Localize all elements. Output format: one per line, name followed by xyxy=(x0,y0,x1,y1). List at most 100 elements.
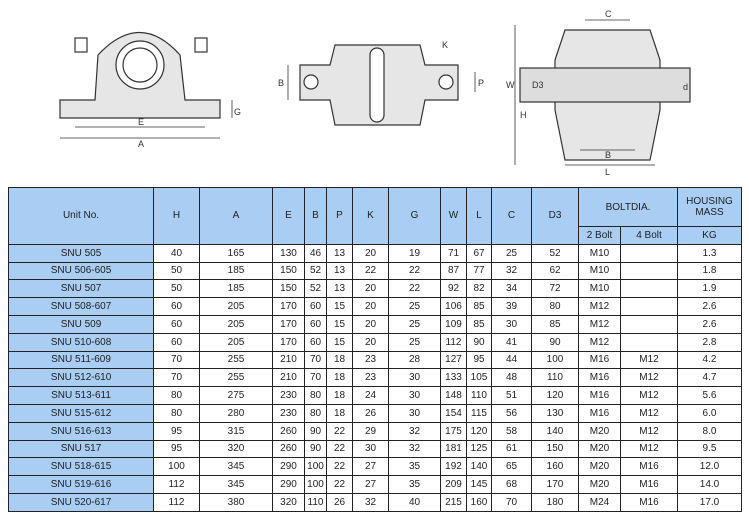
header-B: B xyxy=(304,187,327,245)
table-cell: 85 xyxy=(466,314,492,334)
table-cell: 20 xyxy=(352,243,389,263)
table-cell: 125 xyxy=(466,439,492,459)
table-cell: 77 xyxy=(466,261,492,281)
table-cell: 210 xyxy=(272,368,305,388)
header-K: K xyxy=(352,187,389,245)
table-cell: 20 xyxy=(352,314,389,334)
table-cell: 56 xyxy=(491,403,532,423)
table-cell: 62 xyxy=(531,261,579,281)
label-D3: D3 xyxy=(532,80,544,90)
unit-no-cell: SNU 508-607 xyxy=(8,297,154,316)
technical-drawings: E A G B P K C W D3 H B L d xyxy=(59,9,691,177)
table-cell: 34 xyxy=(491,279,532,299)
table-cell: 160 xyxy=(466,492,492,512)
table-cell: 70 xyxy=(304,350,327,370)
table-cell: M20 xyxy=(578,439,621,459)
table-cell: 52 xyxy=(531,243,579,263)
table-cell: 18 xyxy=(326,368,353,388)
table-cell: 71 xyxy=(440,243,467,263)
table-cell: 26 xyxy=(326,492,353,512)
label-H: H xyxy=(520,110,527,120)
table-cell: 85 xyxy=(531,314,579,334)
table-cell: 60 xyxy=(304,314,327,334)
table-cell: 87 xyxy=(440,261,467,281)
table-cell: 15 xyxy=(326,297,353,316)
section-view-drawing: C W D3 H B L d xyxy=(506,9,691,177)
table-cell: 32 xyxy=(352,492,389,512)
table-cell: 13 xyxy=(326,261,353,281)
table-cell: 80 xyxy=(153,403,200,423)
table-cell: 165 xyxy=(199,243,273,263)
unit-no-cell: SNU 519-616 xyxy=(8,475,154,494)
table-cell: 105 xyxy=(466,368,492,388)
table-cell: 51 xyxy=(491,386,532,405)
table-cell: M16 xyxy=(578,368,621,388)
table-cell: 39 xyxy=(491,297,532,316)
unit-no-cell: SNU 512-610 xyxy=(8,368,154,388)
table-cell: 80 xyxy=(304,386,327,405)
table-cell: 380 xyxy=(199,492,273,512)
header-2-bolt: 2 Bolt xyxy=(578,226,621,245)
table-cell: 320 xyxy=(199,439,273,459)
table-cell: M12 xyxy=(620,368,678,388)
table-cell: 8.0 xyxy=(677,421,742,441)
table-cell: 320 xyxy=(272,492,305,512)
label-E: E xyxy=(138,117,144,127)
table-cell: 9.5 xyxy=(677,439,742,459)
table-cell: 24 xyxy=(352,386,389,405)
table-cell: 290 xyxy=(272,457,305,477)
table-cell: 115 xyxy=(466,403,492,423)
table-cell: 130 xyxy=(272,243,305,263)
unit-no-cell: SNU 505 xyxy=(8,243,154,263)
table-cell: 61 xyxy=(491,439,532,459)
table-cell: 60 xyxy=(304,297,327,316)
table-cell: 175 xyxy=(440,421,467,441)
table-cell: 315 xyxy=(199,421,273,441)
table-cell: 1.3 xyxy=(677,243,742,263)
unit-no-cell: SNU 513-611 xyxy=(8,386,154,405)
table-cell: 60 xyxy=(304,332,327,352)
header-A: A xyxy=(199,187,273,245)
header-housing-mass: HOUSING MASS xyxy=(677,187,742,227)
header-C: C xyxy=(491,187,532,245)
table-cell: 17.0 xyxy=(677,492,742,512)
table-cell: 65 xyxy=(491,457,532,477)
table-cell: M12 xyxy=(578,297,621,316)
header-kg: KG xyxy=(677,226,742,245)
table-cell: 145 xyxy=(466,475,492,494)
table-cell xyxy=(620,261,678,281)
dimensions-table: Unit No. H A E B P K G W L C D3 BOLTDIA.… xyxy=(8,187,742,512)
table-cell: M16 xyxy=(620,492,678,512)
table-cell: 150 xyxy=(531,439,579,459)
table-cell: 185 xyxy=(199,261,273,281)
table-cell: 23 xyxy=(352,350,389,370)
table-cell: 95 xyxy=(153,439,200,459)
table-cell: 90 xyxy=(531,332,579,352)
table-cell: 4.7 xyxy=(677,368,742,388)
table-cell: 18 xyxy=(326,403,353,423)
table-cell: 80 xyxy=(304,403,327,423)
table-cell: 127 xyxy=(440,350,467,370)
table-cell: 133 xyxy=(440,368,467,388)
table-cell: 120 xyxy=(466,421,492,441)
table-cell: 25 xyxy=(388,314,441,334)
table-cell: M12 xyxy=(620,403,678,423)
unit-no-cell: SNU 517 xyxy=(8,439,154,459)
table-cell: 110 xyxy=(304,492,327,512)
table-cell: M12 xyxy=(620,386,678,405)
table-cell: 44 xyxy=(491,350,532,370)
header-H: H xyxy=(153,187,200,245)
table-cell xyxy=(620,332,678,352)
table-cell: M24 xyxy=(578,492,621,512)
table-cell: 170 xyxy=(272,297,305,316)
header-4-bolt: 4 Bolt xyxy=(620,226,678,245)
table-cell: 13 xyxy=(326,279,353,299)
table-cell: 90 xyxy=(304,421,327,441)
table-cell: 109 xyxy=(440,314,467,334)
